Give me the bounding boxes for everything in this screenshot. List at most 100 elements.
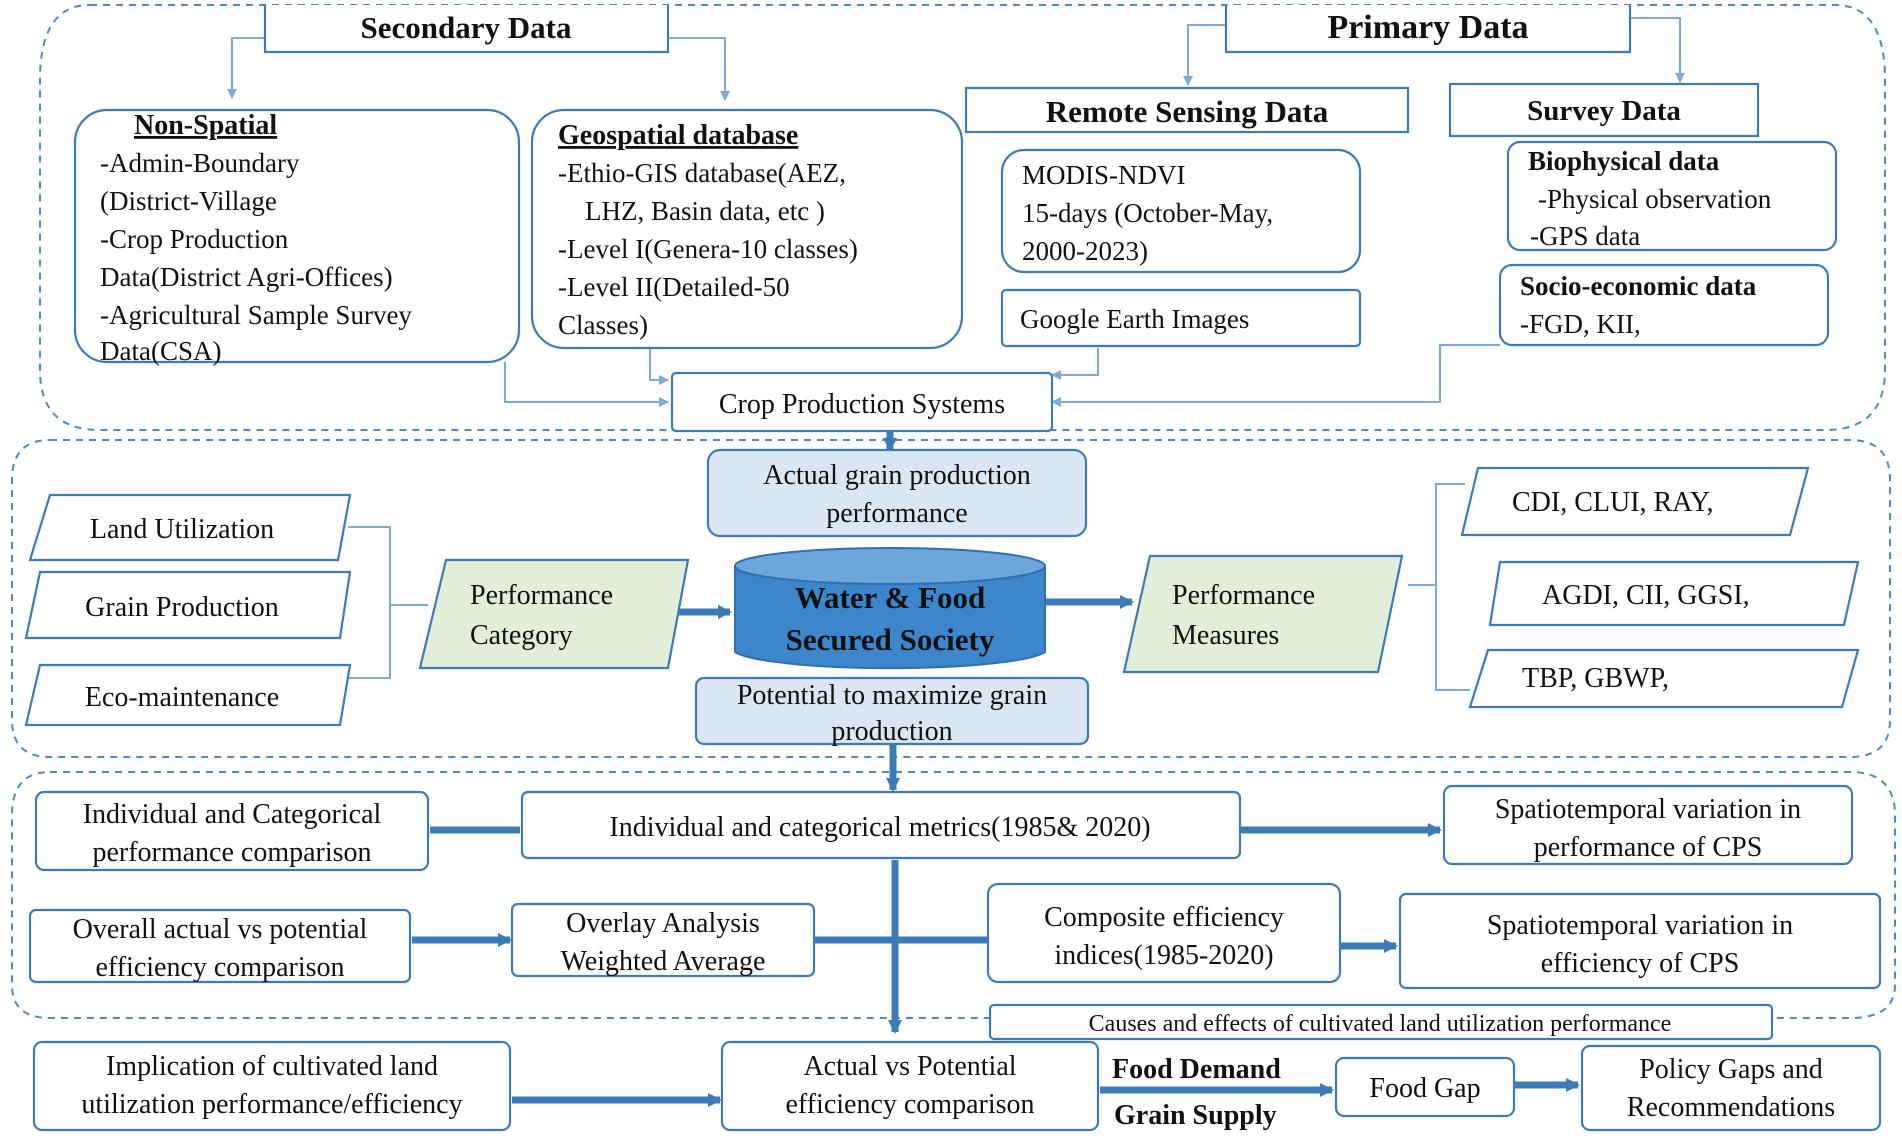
measure-agdi — [1488, 560, 1860, 627]
svg-text:indices(1985-2020): indices(1985-2020) — [1054, 940, 1273, 971]
overall-comparison-label: Overall actual vs potential efficiency c… — [73, 914, 368, 983]
secondary-data-title: Secondary Data — [361, 10, 572, 45]
svg-text:performance: performance — [826, 498, 967, 529]
spatio-efficiency-label: Spatiotemporal variation in efficiency o… — [1487, 910, 1793, 979]
remote-sensing-header — [964, 86, 1410, 134]
svg-text:efficiency comparison: efficiency comparison — [785, 1089, 1034, 1120]
spatio-performance-label: Spatiotemporal variation in performance … — [1495, 794, 1801, 863]
svg-text:Performance: Performance — [1172, 580, 1315, 611]
svg-text:Measures: Measures — [1172, 620, 1279, 651]
measure-tbp — [1468, 648, 1860, 709]
actual-vs-potential-label: Actual vs Potential efficiency compariso… — [785, 1051, 1034, 1120]
performance-measures-box — [1122, 554, 1404, 674]
svg-text:Spatiotemporal variation in: Spatiotemporal variation in — [1487, 910, 1793, 941]
category-land-utilization-label: Land Utilization — [90, 514, 274, 545]
causes-label: Causes and effects of cultivated land ut… — [1089, 1011, 1672, 1037]
measure-agdi-label: AGDI, CII, GGSI, — [1542, 580, 1750, 611]
performance-category-label: Performance Category — [470, 580, 613, 651]
category-eco-maintenance-label: Eco-maintenance — [85, 682, 279, 713]
water-food-cylinder — [734, 547, 1046, 670]
category-grain-production — [24, 570, 352, 640]
svg-text:-Crop Production: -Crop Production — [100, 224, 289, 254]
connector-primary-remote — [1183, 24, 1226, 86]
svg-text:Weighted Average: Weighted Average — [561, 946, 766, 977]
svg-text:LHZ, Basin data, etc ): LHZ, Basin data, etc ) — [585, 196, 825, 226]
biophysical-title: Biophysical data — [1528, 146, 1720, 176]
svg-text:utilization performance/effici: utilization performance/efficiency — [81, 1089, 462, 1120]
primary-data-header — [1224, 5, 1632, 54]
non-spatial-lines: -Admin-Boundary (District-Village -Crop … — [100, 148, 412, 366]
remote-sensing-title: Remote Sensing Data — [1046, 94, 1329, 129]
svg-text:Recommendations: Recommendations — [1627, 1092, 1835, 1123]
individual-comparison-label: Individual and Categorical performance c… — [83, 799, 382, 868]
food-demand-label: Food Demand — [1112, 1054, 1281, 1085]
water-food-label: Water & Food Secured Society — [786, 580, 995, 657]
performance-measures-label: Performance Measures — [1172, 580, 1315, 651]
svg-text:efficiency comparison: efficiency comparison — [95, 952, 344, 983]
individual-comparison-box — [34, 790, 430, 872]
svg-text:performance comparison: performance comparison — [92, 837, 371, 868]
svg-text:Overlay Analysis: Overlay Analysis — [566, 908, 760, 939]
svg-text:Water & Food: Water & Food — [795, 580, 986, 615]
geospatial-box — [530, 108, 964, 350]
google-earth-box — [1000, 288, 1362, 348]
modis-lines: MODIS-NDVI 15-days (October-May, 2000-20… — [1022, 160, 1273, 266]
svg-text:efficiency of CPS: efficiency of CPS — [1541, 948, 1740, 979]
composite-box — [986, 882, 1342, 984]
svg-text:Data(District Agri-Offices): Data(District Agri-Offices) — [100, 262, 393, 292]
svg-text:Actual vs Potential: Actual vs Potential — [803, 1051, 1016, 1082]
measure-cdi — [1460, 466, 1810, 537]
svg-text:Category: Category — [470, 620, 573, 651]
spatio-efficiency-box — [1398, 892, 1882, 990]
connector-nonspatial-cps — [504, 362, 669, 407]
biophysical-box — [1506, 140, 1838, 252]
crop-production-systems-box — [670, 371, 1054, 433]
svg-text:production: production — [831, 716, 952, 747]
food-gap-label: Food Gap — [1369, 1073, 1480, 1104]
svg-text:Data(CSA): Data(CSA) — [100, 336, 221, 366]
overlay-box — [510, 902, 816, 978]
bracket-categories — [348, 526, 428, 679]
actual-vs-potential-box — [720, 1040, 1100, 1132]
crop-production-systems-label: Crop Production Systems — [719, 389, 1005, 420]
category-grain-production-label: Grain Production — [85, 592, 279, 623]
grain-supply-label: Grain Supply — [1114, 1100, 1277, 1131]
non-spatial-box — [73, 108, 521, 364]
socio-economic-title: Socio-economic data — [1520, 271, 1757, 301]
implication-label: Implication of cultivated land utilizati… — [81, 1051, 462, 1120]
svg-text:-Physical observation: -Physical observation — [1538, 184, 1772, 214]
policy-label: Policy Gaps and Recommendations — [1627, 1054, 1835, 1123]
svg-text:-Admin-Boundary: -Admin-Boundary — [100, 148, 300, 178]
measure-cdi-label: CDI, CLUI, RAY, — [1512, 487, 1713, 518]
potential-grain-box — [694, 676, 1090, 746]
svg-text:-Ethio-GIS database(AEZ,: -Ethio-GIS database(AEZ, — [558, 158, 846, 188]
svg-text:-GPS data: -GPS data — [1530, 221, 1640, 251]
svg-text:Potential to maximize grain: Potential to maximize grain — [737, 680, 1047, 711]
implication-box — [32, 1040, 512, 1132]
google-earth-label: Google Earth Images — [1020, 304, 1249, 334]
metrics-label: Individual and categorical metrics(1985&… — [609, 812, 1150, 843]
secondary-data-header — [263, 5, 670, 54]
food-gap-box — [1334, 1056, 1516, 1118]
category-eco-maintenance — [24, 663, 352, 727]
svg-text:Individual and Categorical: Individual and Categorical — [83, 799, 382, 830]
primary-data-title: Primary Data — [1327, 9, 1528, 46]
svg-text:-Agricultural Sample Survey: -Agricultural Sample Survey — [100, 300, 412, 330]
svg-text:Actual grain production: Actual grain production — [763, 460, 1030, 491]
connector-socio-cps — [1051, 344, 1500, 407]
svg-text:-Level I(Genera-10 classes): -Level I(Genera-10 classes) — [558, 234, 858, 264]
overall-comparison-box — [28, 908, 412, 984]
measure-tbp-label: TBP, GBWP, — [1522, 663, 1669, 694]
svg-text:Overall actual vs potential: Overall actual vs potential — [73, 914, 368, 945]
socio-economic-box — [1498, 263, 1830, 347]
svg-text:-Level II(Detailed-50: -Level II(Detailed-50 — [558, 272, 790, 302]
svg-text:(District-Village: (District-Village — [100, 186, 277, 216]
socio-economic-lines: -FGD, KII, — [1520, 309, 1641, 339]
bracket-measures — [1408, 483, 1470, 691]
actual-grain-performance-box — [706, 448, 1088, 538]
connector-secondary-nonspatial — [227, 37, 268, 99]
connector-secondary-geospatial — [668, 37, 730, 101]
survey-header — [1448, 82, 1760, 138]
svg-text:MODIS-NDVI: MODIS-NDVI — [1022, 160, 1186, 190]
